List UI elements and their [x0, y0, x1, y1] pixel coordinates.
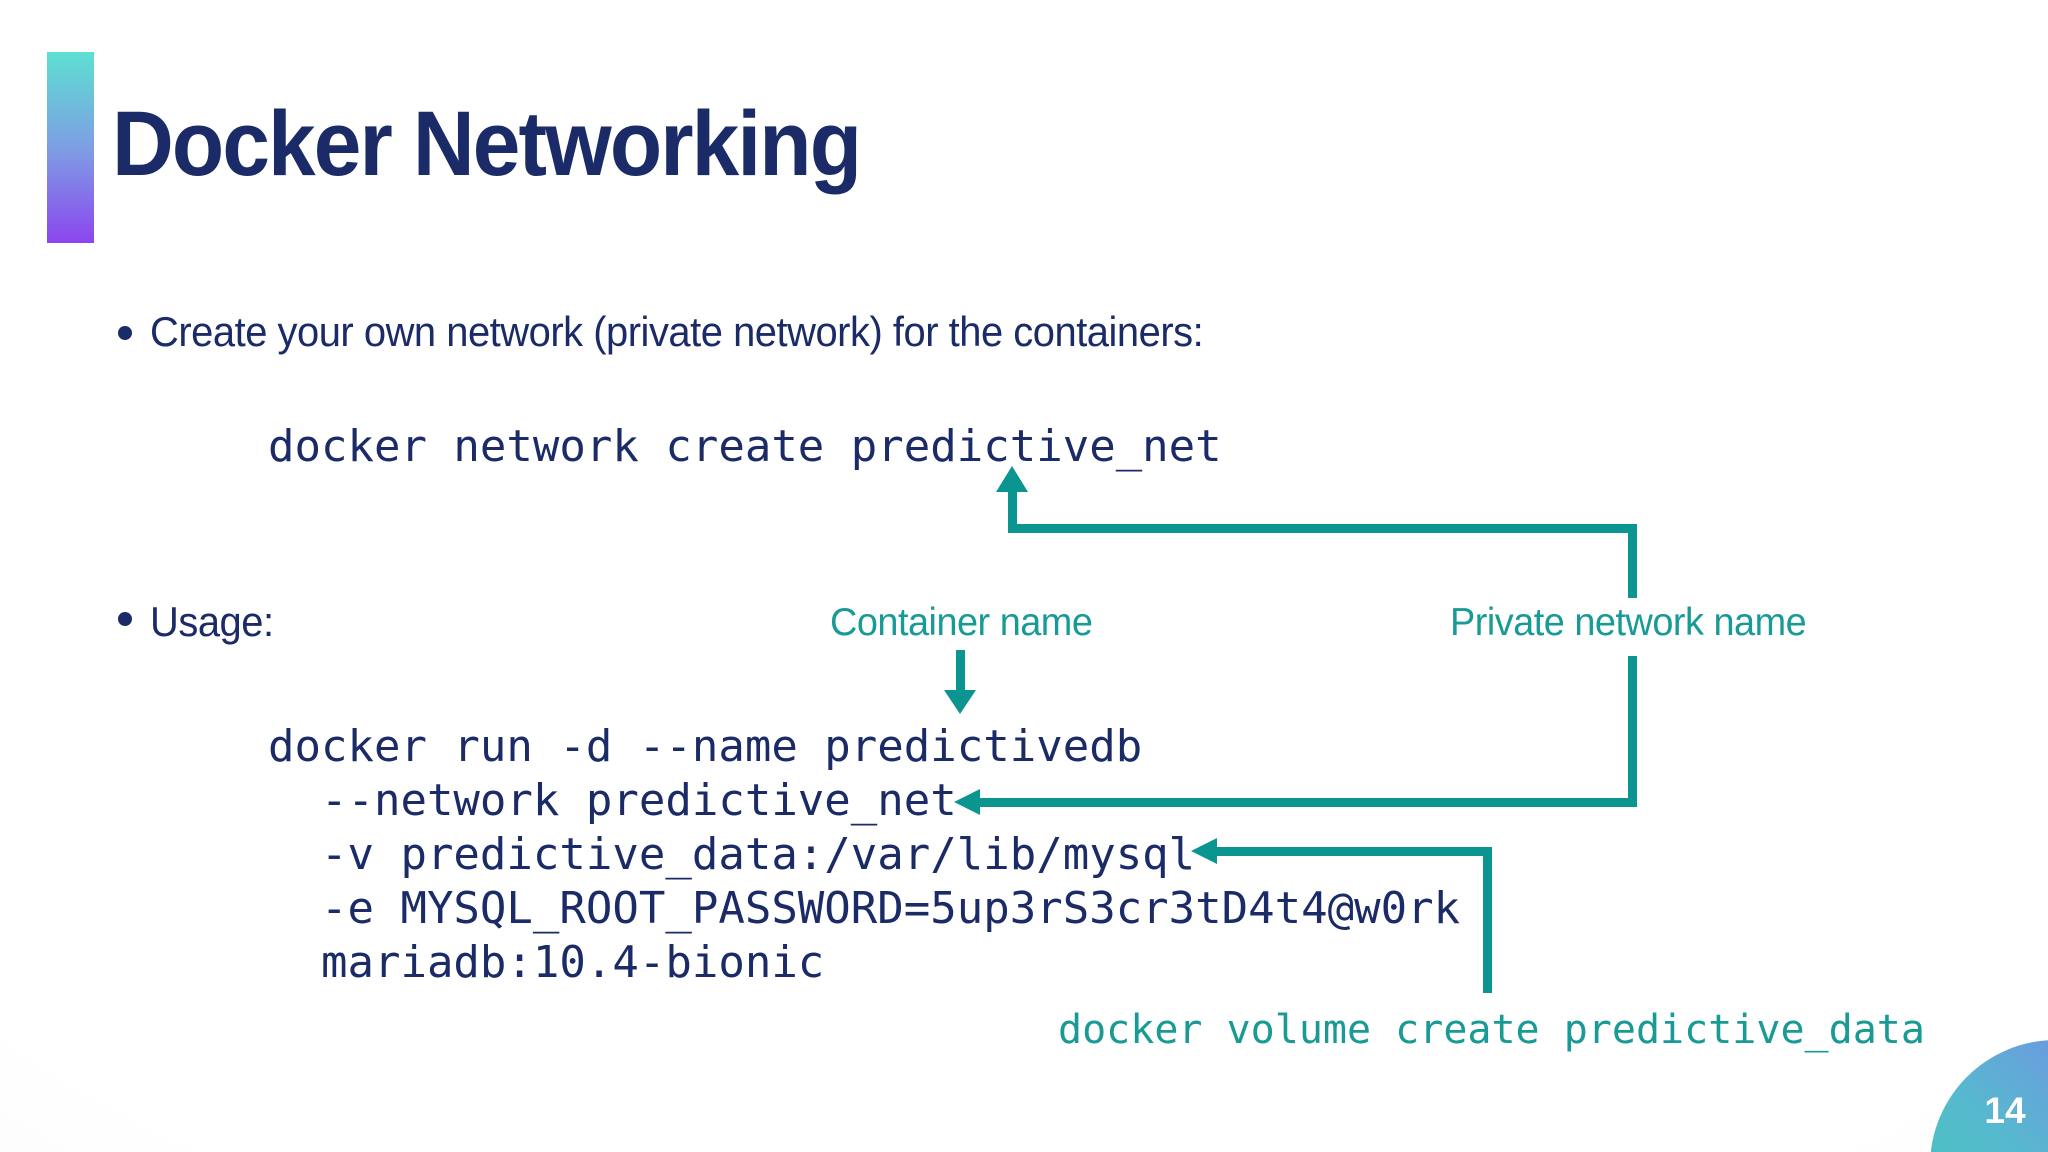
private-network-name-label: Private network name	[1450, 601, 1807, 644]
arrow-line	[978, 798, 1637, 807]
page-title: Docker Networking	[112, 93, 862, 195]
arrow-line	[1008, 489, 1017, 529]
arrow-up-head-icon	[996, 466, 1028, 492]
bullet-dot	[118, 612, 132, 626]
code-volume-create: docker volume create predictive_data	[1058, 1007, 1925, 1053]
arrow-line	[1628, 524, 1637, 598]
code-docker-run-block: docker run -d --name predictivedb --netw…	[268, 721, 1461, 988]
container-name-label: Container name	[830, 601, 1093, 644]
bullet-usage-text: Usage:	[150, 598, 274, 645]
bullet-dot	[118, 326, 132, 340]
title-accent-bar	[47, 52, 94, 243]
arrow-line	[1008, 524, 1637, 533]
page-number: 14	[1984, 1090, 2026, 1131]
arrow-down-head-icon	[944, 690, 976, 714]
arrow-line	[1483, 847, 1492, 993]
bullet-create-network-text: Create your own network (private network…	[150, 308, 1204, 355]
arrow-line	[1628, 656, 1637, 806]
arrow-left-head-icon	[1191, 838, 1217, 864]
arrow-line	[1214, 847, 1491, 856]
code-network-create: docker network create predictive_net	[268, 421, 1222, 472]
arrow-line	[956, 650, 965, 692]
arrow-left-head-icon	[954, 789, 980, 815]
